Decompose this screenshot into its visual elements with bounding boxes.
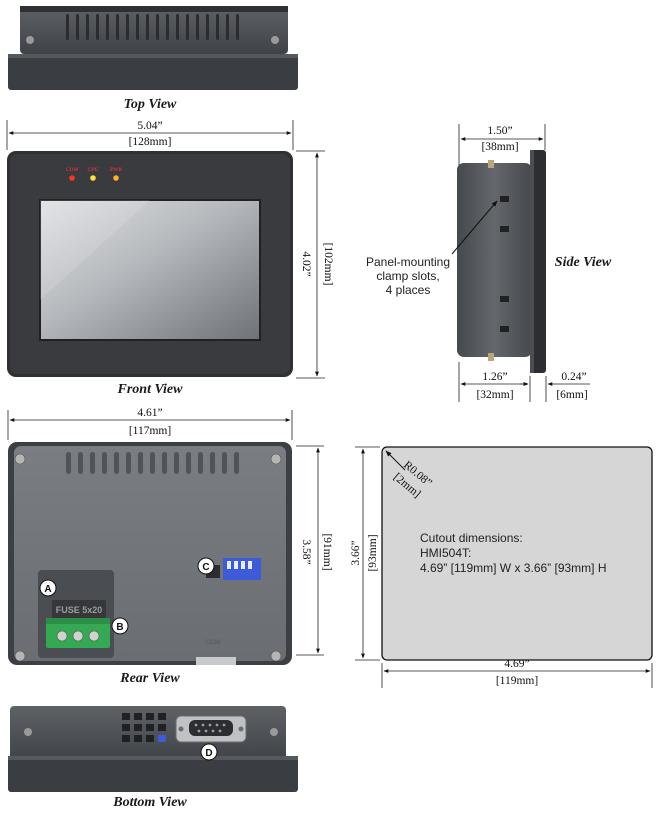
cutout-title: Cutout dimensions: (420, 531, 523, 545)
callout-d: D (200, 743, 218, 761)
cutout-outline (381, 446, 653, 661)
cpu-led-icon (90, 175, 96, 181)
side-body-mm: [32mm] (476, 389, 513, 401)
front-width-inches: 5.04” (137, 120, 162, 132)
led-label-pwr: PWR (110, 167, 122, 173)
pwr-led-icon (113, 175, 119, 181)
front-view-caption: Front View (117, 382, 184, 397)
screw-icon (14, 453, 26, 465)
clamp-slot-note-line1: Panel-mounting (366, 255, 450, 269)
side-bezel-mm: [6mm] (556, 389, 587, 401)
bottom-view-caption: Bottom View (112, 795, 187, 810)
side-view: 1.50” [38mm] Panel-mounting clamp slots,… (366, 124, 612, 402)
bottom-view: D Bottom View (8, 706, 298, 810)
cutout-width-mm: [119mm] (496, 675, 538, 687)
rear-view-caption: Rear View (119, 671, 180, 686)
clamp-slot-note-line2: clamp slots, (376, 269, 439, 283)
cutout-model: HMI504T: (420, 546, 471, 560)
side-depth-mm: [38mm] (481, 141, 518, 153)
rear-height-inches: 3.58” (300, 539, 312, 564)
fuse-label: FUSE 5x20 (56, 605, 103, 615)
clamp-slot-note-line3: 4 places (386, 283, 431, 297)
screw-icon (270, 650, 282, 662)
led-label-cpu: CPU (88, 167, 100, 173)
rear-view: 4.61” [117mm] FUSE 5x20 (7, 407, 333, 686)
callout-a-label: A (44, 584, 51, 595)
side-bezel-inches: 0.24” (561, 371, 586, 383)
cutout-height-inches: 3.66” (350, 540, 362, 565)
callout-b-label: B (116, 622, 123, 633)
cutout-height-mm: [93mm] (367, 534, 379, 571)
callout-a: A (39, 579, 57, 597)
callout-c: C (197, 557, 215, 575)
callout-d-label: D (205, 748, 212, 759)
front-width-mm: [128mm] (129, 136, 172, 148)
rear-height-mm: [91mm] (321, 533, 333, 570)
side-depth-inches: 1.50” (487, 125, 512, 137)
screw-icon (14, 650, 26, 662)
callout-c-label: C (202, 562, 209, 573)
rear-width-mm: [117mm] (129, 425, 171, 437)
front-height-inches: 4.02” (300, 251, 312, 276)
top-view-caption: Top View (124, 97, 177, 112)
com-led-icon (69, 175, 75, 181)
cutout-size: 4.69” [119mm] W x 3.66” [93mm] H (420, 561, 607, 575)
screw-icon (270, 453, 282, 465)
front-view: 5.04” [128mm] COM CPU PWR 4.02” [102mm] … (6, 120, 334, 397)
cutout-width-inches: 4.69” (504, 658, 529, 670)
side-body-inches: 1.26” (482, 371, 507, 383)
front-height-mm: [102mm] (322, 243, 334, 286)
callout-b: B (111, 617, 129, 635)
led-label-com: COM (66, 167, 80, 173)
com-port-label: COM (205, 639, 220, 646)
side-view-caption: Side View (555, 255, 612, 270)
top-view: Top View (8, 6, 298, 112)
rear-width-inches: 4.61” (137, 407, 162, 419)
panel-cutout: R0.08” [2mm] Cutout dimensions: HMI504T:… (350, 446, 653, 688)
